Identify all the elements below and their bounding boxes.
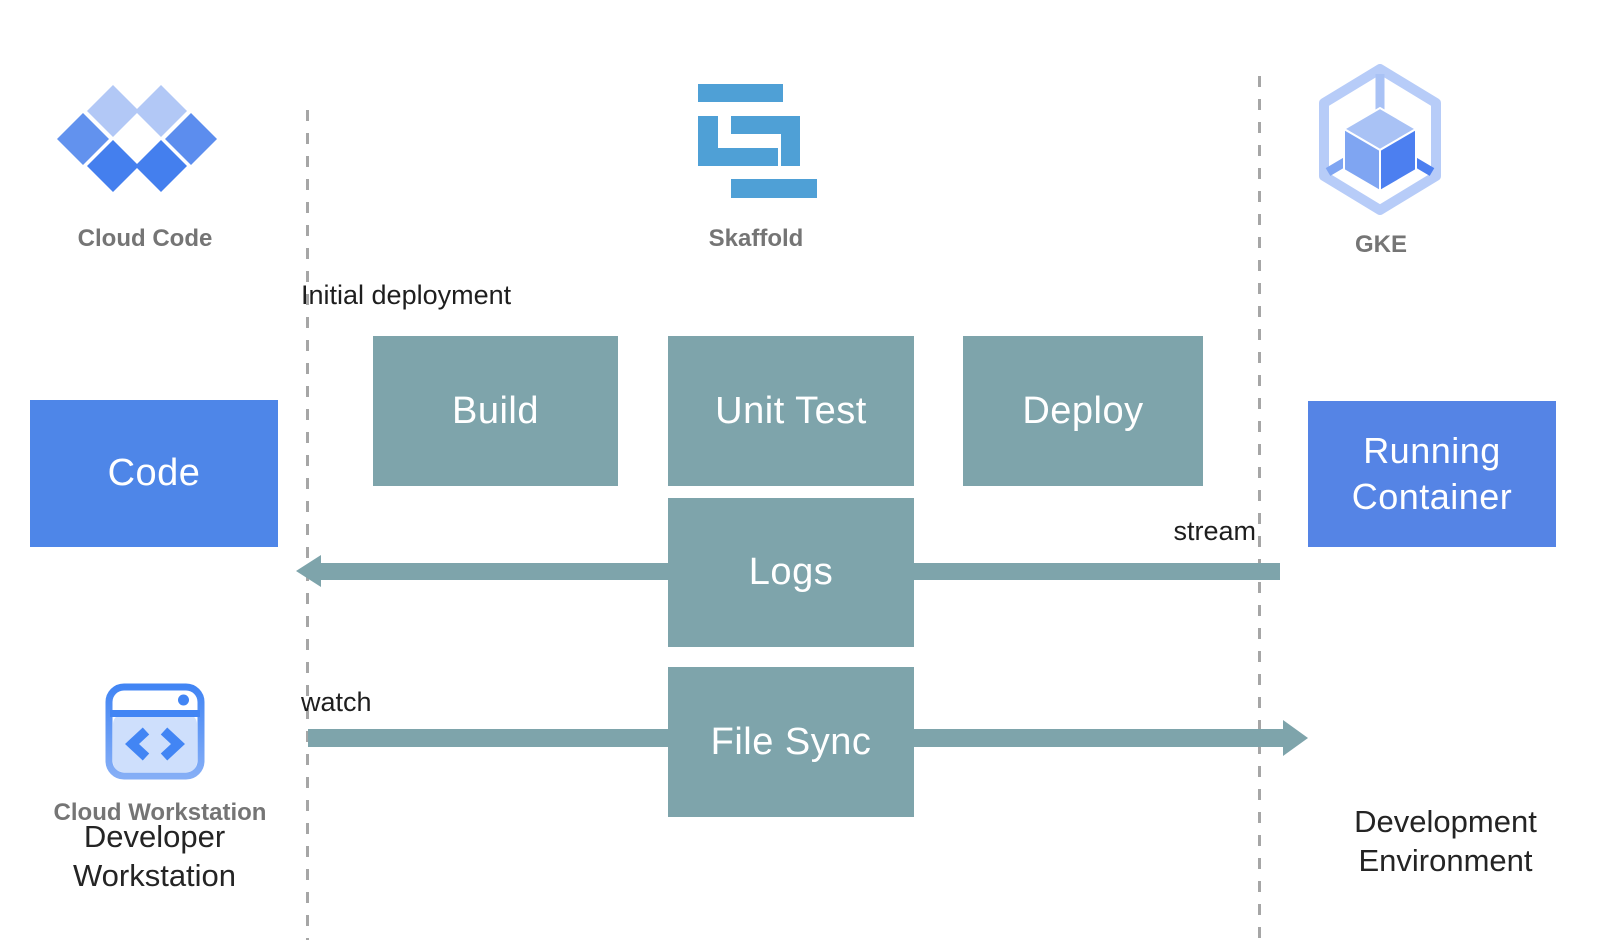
file-sync-box: File Sync <box>668 667 914 817</box>
cloud-workstation-label: Cloud Workstation <box>53 799 267 826</box>
watch-arrowhead-icon <box>1283 720 1308 756</box>
lane-divider-left <box>306 110 309 940</box>
unit-test-box: Unit Test <box>668 336 914 486</box>
cloud-code-icon <box>56 84 220 196</box>
lane-divider-right <box>1258 76 1261 940</box>
initial-deployment-label: Initial deployment <box>301 280 512 310</box>
developer-workstation-label: Developer Workstation <box>72 819 237 893</box>
cloud-code-label: Cloud Code <box>77 225 213 252</box>
gke-icon <box>1316 64 1444 216</box>
stream-arrowhead-icon <box>296 555 321 587</box>
code-box: Code <box>30 400 278 547</box>
deploy-box: Deploy <box>963 336 1203 486</box>
stream-label: stream <box>1173 516 1256 546</box>
running-container-box: Running Container <box>1308 401 1556 547</box>
development-environment-label: Development Environment <box>1354 804 1537 878</box>
logs-box: Logs <box>668 498 914 647</box>
watch-label: watch <box>301 687 372 717</box>
cloud-workstation-icon <box>105 683 205 780</box>
gke-label: GKE <box>1354 231 1407 258</box>
skaffold-icon <box>698 84 817 198</box>
skaffold-label: Skaffold <box>708 225 804 252</box>
build-box: Build <box>373 336 618 486</box>
